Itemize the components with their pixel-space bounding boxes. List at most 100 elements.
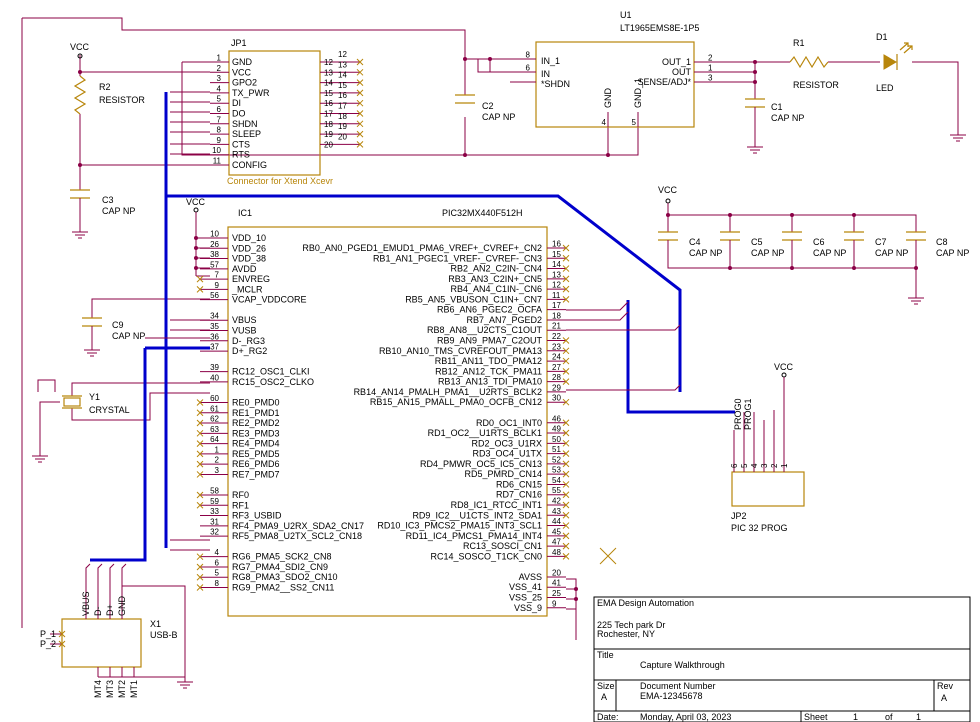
ic1-pin-number: 16 bbox=[552, 240, 561, 249]
jp1-pin-name: VCC bbox=[232, 67, 252, 77]
jp1-caption: Connector for Xtend Xcevr bbox=[227, 176, 333, 186]
title-block: EMA Design Automation 225 Tech park Dr R… bbox=[593, 596, 971, 722]
jp1-pin-name: GPO2 bbox=[232, 78, 257, 88]
ic1-part: PIC32MX440F512H bbox=[442, 208, 523, 218]
no-connect-marker bbox=[356, 99, 364, 107]
tb-rev: A bbox=[941, 693, 947, 703]
u1-pin-name: OUT bbox=[672, 67, 692, 77]
jp1-pin-number: 10 bbox=[212, 146, 221, 155]
ic1-pin-number: 41 bbox=[552, 579, 561, 588]
u1-pin-name: IN_1 bbox=[541, 56, 560, 66]
no-connect-marker bbox=[562, 337, 570, 344]
no-connect-marker bbox=[356, 120, 364, 128]
ic1-pin-name: RD3_OC4_U1TX bbox=[472, 449, 542, 459]
ic1-pin-number: 44 bbox=[552, 517, 561, 526]
r2-value: RESISTOR bbox=[99, 95, 145, 105]
ic1-pin-number: 42 bbox=[552, 497, 561, 506]
ic1-pin-name: VDD_10 bbox=[232, 233, 266, 243]
regulator-u1: U1 LT1965EMS8E-1P5 8IN_16IN*SHDN2OUT_11O… bbox=[510, 10, 719, 128]
jp1-pin-name: TX_PWR bbox=[232, 88, 270, 98]
ic1-pin-number: 14 bbox=[552, 260, 561, 269]
no-connect-marker bbox=[196, 450, 204, 458]
no-connect-marker bbox=[196, 501, 204, 509]
tb-sheets: 1 bbox=[916, 712, 921, 722]
no-connect-marker bbox=[562, 542, 570, 550]
c2-value: CAP NP bbox=[482, 112, 515, 122]
jp1-pin-number-outer: 17 bbox=[338, 102, 347, 111]
tb-address-line1: 225 Tech park Dr bbox=[597, 620, 665, 630]
vcc-label: VCC bbox=[774, 362, 794, 372]
no-connect-marker bbox=[356, 79, 364, 86]
jp1-pin-number: 11 bbox=[213, 157, 222, 166]
ic1-pin-name: RF3_USBID bbox=[232, 511, 282, 521]
ic1-pin-name: VDD_38 bbox=[232, 254, 266, 264]
crystal-y1: Y1 CRYSTAL bbox=[32, 379, 210, 463]
c4-value: CAP NP bbox=[689, 248, 722, 258]
no-connect-marker bbox=[562, 296, 570, 303]
d1-value: LED bbox=[876, 83, 894, 93]
jp2-signal-prog1: PROG1 bbox=[743, 398, 753, 430]
no-connect-marker bbox=[562, 439, 570, 447]
no-connect-marker bbox=[562, 511, 570, 519]
ic1-pin-name: RG8_PMA3_SDO2_CN10 bbox=[232, 572, 338, 582]
jp1-pin-name: DO bbox=[232, 109, 246, 119]
no-connect-marker bbox=[562, 398, 570, 406]
jp1-pin-number: 9 bbox=[217, 136, 222, 145]
ic1-pin-number: 13 bbox=[552, 270, 561, 279]
no-connect-marker bbox=[562, 275, 570, 283]
ic1-pin-number: 46 bbox=[552, 414, 561, 423]
u1-pin-name: GND_1 bbox=[633, 78, 643, 108]
ic1-pin-name: RB3_AN3_C2IN+_CN5 bbox=[448, 274, 542, 284]
tb-title: Capture Walkthrough bbox=[640, 660, 725, 670]
jp1-pin-number-outer: 16 bbox=[338, 91, 347, 100]
jp1-pin-name: CONFIG bbox=[232, 160, 267, 170]
x1-pin-name: MT2 bbox=[117, 680, 127, 698]
ic1-pin-name: RB9_AN9_PMA7_C2OUT bbox=[437, 336, 543, 346]
x1-pin-name: P_2 bbox=[40, 639, 56, 649]
vcc-label: VCC bbox=[658, 185, 678, 195]
bus-lines bbox=[90, 92, 735, 562]
no-connect-marker bbox=[562, 254, 570, 262]
no-connect-marker bbox=[58, 640, 66, 648]
ic1-pin-number: 47 bbox=[552, 538, 561, 547]
jp1-pin-name: DI bbox=[232, 98, 241, 108]
c7-value: CAP NP bbox=[875, 248, 908, 258]
vcc-symbol-caps: VCC bbox=[658, 185, 917, 232]
x1-pin-name: P_1 bbox=[40, 629, 56, 639]
ic1-pin-name: VCAP_VDDCORE bbox=[232, 295, 307, 305]
ic1-pin-number: 20 bbox=[552, 568, 561, 577]
vss-wire bbox=[566, 578, 577, 640]
ic1-pin-name: RD4_PMWR_OC5_IC5_CN13 bbox=[420, 459, 542, 469]
ic1-pin-name: RF4_PMA9_U2RX_SDA2_CN17 bbox=[232, 521, 364, 531]
jp1-pin-number: 1 bbox=[217, 54, 222, 63]
c3-ref: C3 bbox=[102, 195, 114, 205]
y1-value: CRYSTAL bbox=[89, 405, 130, 415]
jp2-pin-number: 4 bbox=[750, 463, 759, 468]
no-connect-marker bbox=[196, 286, 204, 293]
ic1-pin-number: 52 bbox=[552, 455, 561, 464]
ic1-pin-number: 51 bbox=[552, 445, 561, 454]
u1-pin-number: 3 bbox=[708, 74, 713, 83]
tb-sheet: 1 bbox=[853, 712, 858, 722]
no-connect-marker bbox=[196, 573, 204, 581]
ic1-pin-number: 7 bbox=[215, 271, 220, 280]
ic1-pin-name: RB4_AN4_C1IN-_CN6 bbox=[450, 284, 542, 294]
ic1-pin-number: 39 bbox=[210, 363, 219, 372]
c8-value: CAP NP bbox=[936, 248, 969, 258]
no-connect-marker bbox=[562, 429, 570, 437]
jp2-value: PIC 32 PROG bbox=[731, 523, 788, 533]
no-connect-marker bbox=[562, 450, 570, 457]
ic1-pin-name: RD8_IC1_RTCC_INT1 bbox=[451, 500, 542, 510]
ic1-pin-name: RE4_PMD4 bbox=[232, 439, 280, 449]
ic1-pin-name: VSS_41 bbox=[509, 582, 542, 592]
ic1-pin-number: 21 bbox=[552, 322, 561, 331]
ic1-pin-name: ENVREG bbox=[232, 274, 270, 284]
ic1-pin-name: RD10_IC3_PMCS2_PMA15_INT3_SCL1 bbox=[377, 521, 542, 531]
tb-size: A bbox=[601, 692, 607, 702]
c3-value: CAP NP bbox=[102, 206, 135, 216]
ic1-pin-name: RF1 bbox=[232, 500, 249, 510]
ic1-pin-name: AVDD bbox=[232, 264, 257, 274]
ic1-pin-name: _MCLR bbox=[231, 284, 263, 294]
ic1-pin-name: RD11_IC4_PMCS1_PMA14_INT4 bbox=[406, 531, 542, 541]
